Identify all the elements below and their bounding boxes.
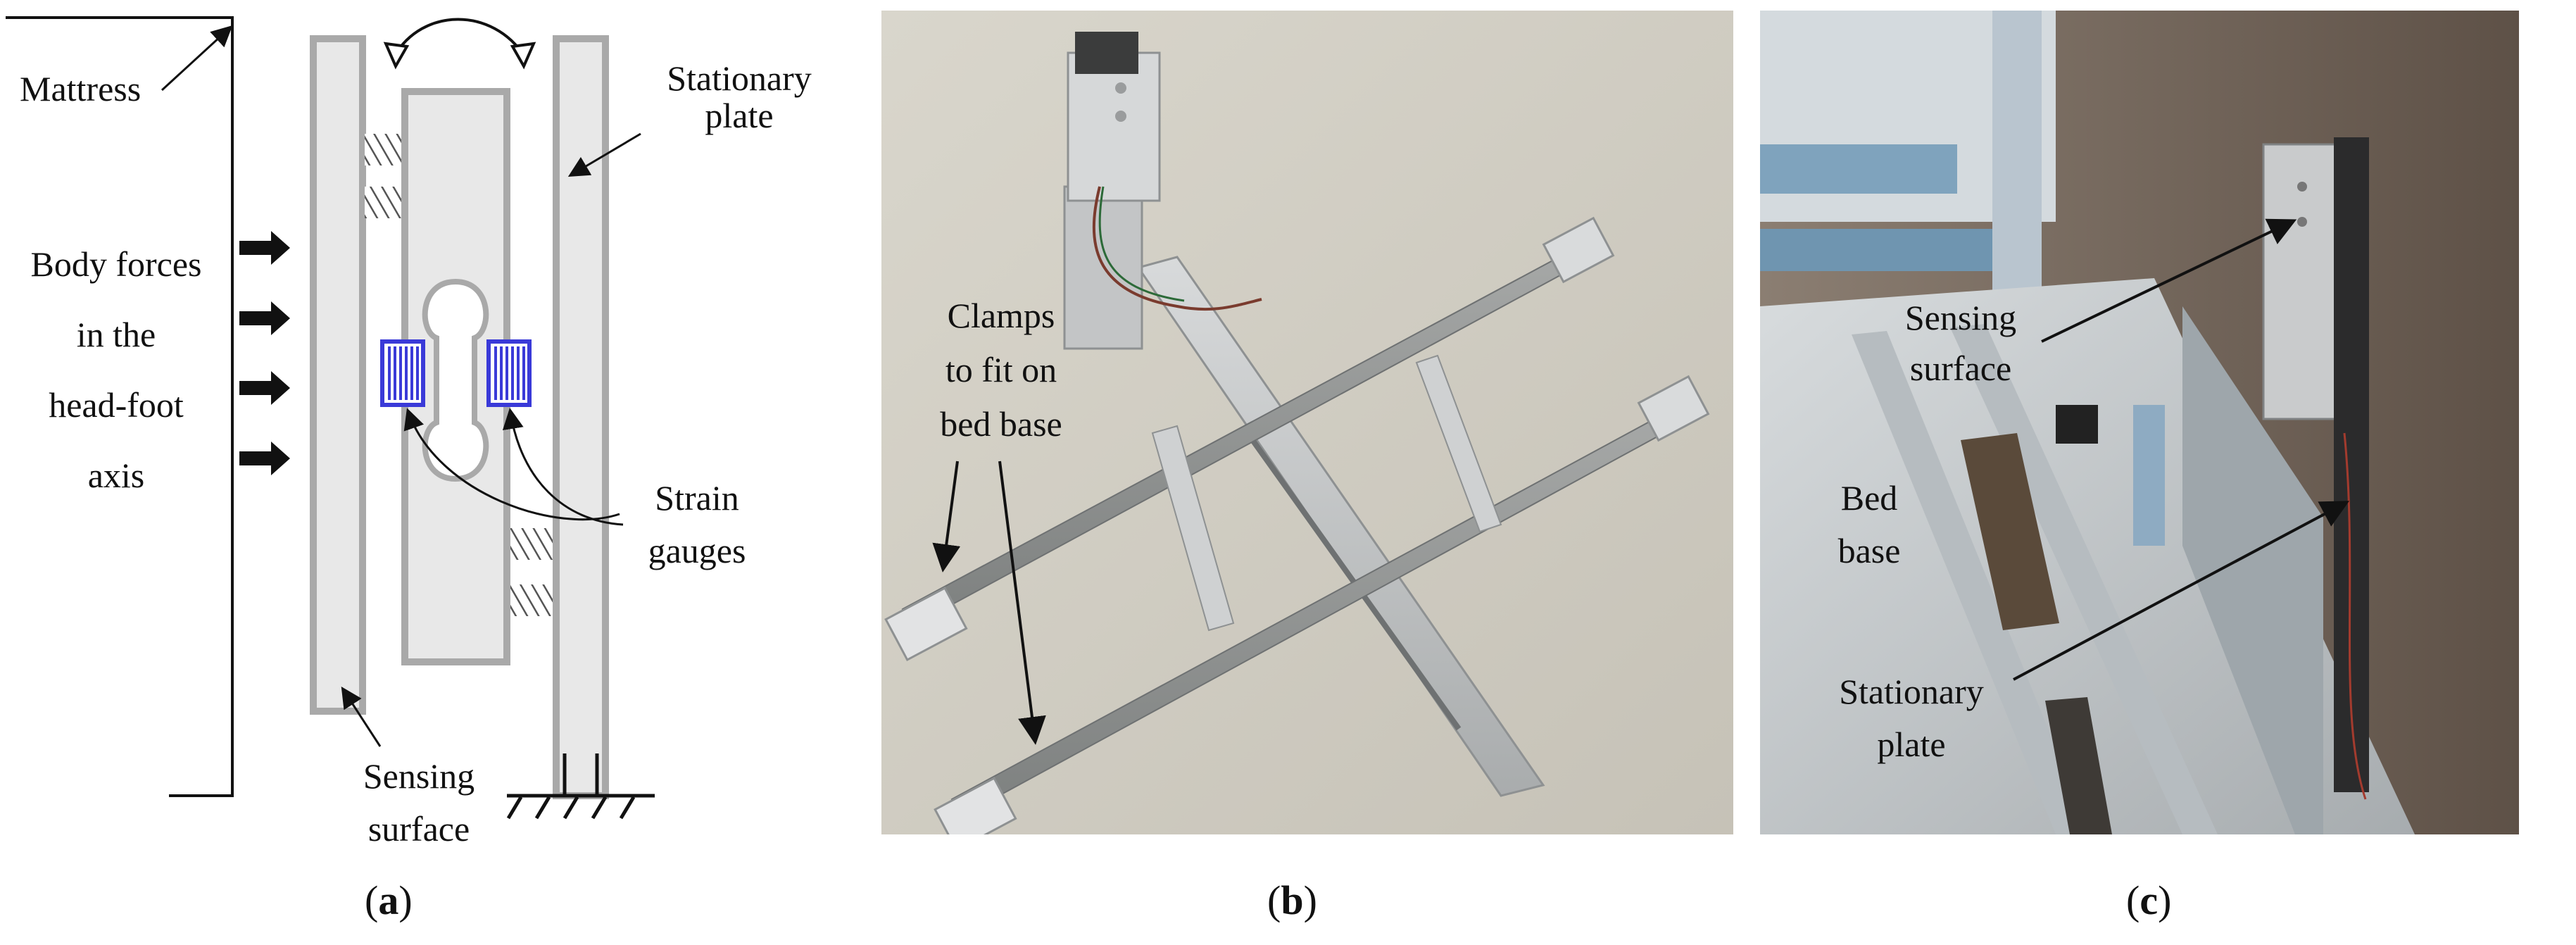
stationary-plate-label-c: Stationary plate — [1809, 665, 2013, 771]
ground-symbol — [506, 753, 655, 820]
stationary-plate-label-line1: Stationary — [667, 58, 812, 98]
spacer-upper-1 — [365, 134, 401, 165]
clamp-left — [884, 587, 968, 662]
mattress-label: Mattress — [20, 69, 142, 108]
panel-c-pointers — [2013, 218, 2350, 681]
sensing-surface-c-pointer — [2041, 218, 2297, 343]
clamps-pointers — [932, 461, 1046, 745]
mattress-outline — [6, 16, 234, 797]
strut-1 — [1151, 425, 1235, 632]
sensor-wires — [1092, 186, 1262, 311]
spacer-lower-1 — [510, 528, 553, 560]
strut-2 — [1415, 354, 1502, 533]
sensing-plate — [310, 35, 366, 715]
body-forces-line2: in the — [76, 315, 156, 354]
strain-gauges-line1: Strain — [655, 478, 739, 518]
strain-gauges-label: Strain gauges — [627, 472, 767, 577]
body-forces-line4: axis — [87, 456, 145, 495]
photo-c-slot-1 — [1961, 433, 2059, 630]
upright-plate — [1067, 51, 1161, 202]
strain-gauge-left — [380, 339, 425, 407]
sensing-surface-c-line1: Sensing — [1904, 298, 2017, 337]
stationary-plate — [553, 35, 609, 799]
panel-b-photo — [881, 11, 1733, 834]
stationary-plate-c-line1: Stationary — [1839, 672, 1984, 711]
clamp-mid-right — [1637, 375, 1710, 442]
mattress-pointer — [161, 25, 233, 92]
panel-a-diagram — [6, 16, 655, 820]
photo-c-stationary-plate — [2334, 137, 2369, 792]
stationary-plate-label: Stationary plate — [634, 60, 845, 134]
sensing-surface-c-line2: surface — [1909, 349, 2012, 388]
sensing-surface-a-line1: Sensing — [363, 756, 475, 796]
stationary-plate-c-line2: plate — [1877, 725, 1946, 764]
sensing-surface-label-c: Sensing surface — [1880, 292, 2042, 394]
photo-c-frame-post — [1992, 11, 2042, 306]
load-cell-hole — [422, 278, 489, 482]
clamps-line3: bed base — [940, 404, 1062, 444]
spacer-lower-2 — [510, 584, 553, 616]
sensing-surface-a-line2: surface — [367, 809, 470, 849]
sensing-surface-label-a: Sensing surface — [331, 750, 507, 856]
stationary-plate-c-pointer — [2013, 501, 2350, 681]
photo-c-rail-blue — [1760, 144, 1957, 194]
body-force-arrows — [239, 231, 290, 475]
clamp-bottom — [934, 777, 1017, 834]
panel-c-photo — [1760, 11, 2519, 834]
motor-block — [1075, 32, 1138, 74]
rotation-arrow — [393, 18, 526, 58]
clamps-label: Clamps to fit on bed base — [910, 289, 1093, 451]
caption-a: (a) — [365, 877, 413, 923]
photo-b-background — [881, 11, 1733, 834]
strain-gauges-line2: gauges — [648, 531, 746, 570]
bed-base-line2: base — [1837, 531, 1901, 570]
sensing-surface-pointer — [341, 686, 382, 747]
clamps-line1: Clamps — [947, 296, 1055, 335]
body-forces-line1: Body forces — [30, 244, 202, 284]
strain-gauge-pointer-right — [502, 408, 624, 526]
caption-c: (c) — [2126, 877, 2172, 923]
strain-gauge-right — [486, 339, 532, 407]
stationary-plate-label-line2: plate — [705, 95, 774, 135]
caption-b: (b) — [1267, 877, 1317, 923]
clamps-line2: to fit on — [945, 350, 1057, 389]
clamp-top-right — [1542, 216, 1615, 284]
bed-base-line1: Bed — [1840, 478, 1898, 518]
body-forces-label: Body forces in the head-foot axis — [0, 229, 232, 511]
photo-c-slot-2 — [2045, 697, 2112, 834]
bed-base-label: Bed base — [1816, 472, 1922, 577]
body-forces-line3: head-foot — [49, 385, 184, 425]
stationary-plate-pointer — [567, 132, 641, 177]
spacer-upper-2 — [365, 187, 401, 218]
